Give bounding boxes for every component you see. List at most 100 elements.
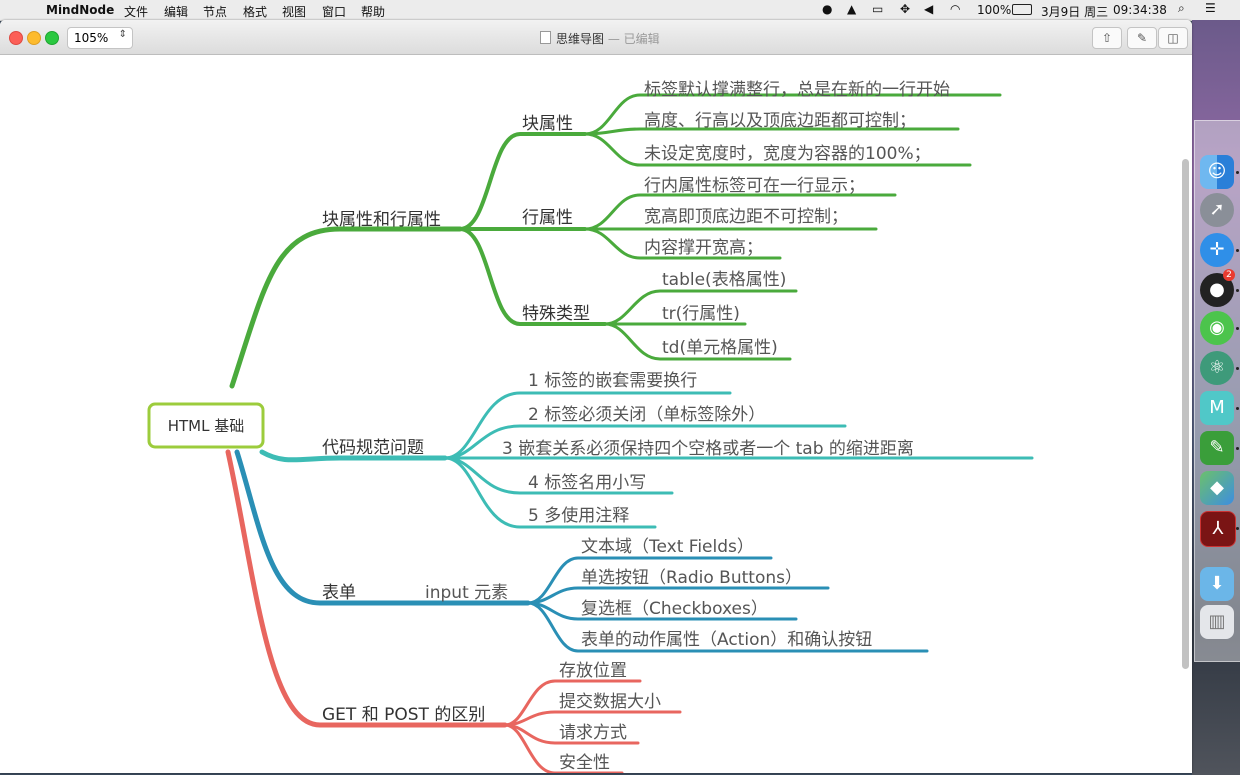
share-button[interactable]: ⇧ xyxy=(1092,27,1122,49)
mindnode-window: 105% ⇕ 思维导图 — 已编辑 ⇧ ✎ ◫ xyxy=(0,20,1192,773)
zoom-value: 105% xyxy=(74,31,109,45)
menu-help[interactable]: 帮助 xyxy=(361,5,386,19)
maps-icon[interactable]: ◆ xyxy=(1200,471,1234,505)
running-indicator xyxy=(1236,289,1239,292)
finder-icon[interactable]: ☺ xyxy=(1200,155,1234,189)
input-method-icon[interactable]: ✥ xyxy=(900,2,911,16)
airplay-icon[interactable]: ▭ xyxy=(872,2,884,16)
downloads-folder-icon[interactable]: ⬇ xyxy=(1200,567,1234,601)
title-bar: 105% ⇕ 思维导图 — 已编辑 ⇧ ✎ ◫ xyxy=(0,20,1192,55)
node-get-post[interactable]: GET 和 POST 的区别 xyxy=(322,705,485,725)
running-indicator xyxy=(1236,367,1239,370)
node-form-item[interactable]: 表单的动作属性（Action）和确认按钮 xyxy=(581,630,872,650)
wechat-icon[interactable]: ◉ xyxy=(1200,311,1234,345)
menu-edit[interactable]: 编辑 xyxy=(164,5,189,19)
minimize-window-button[interactable] xyxy=(27,31,41,45)
notification-center-icon[interactable]: ☰ xyxy=(1205,1,1216,15)
running-indicator xyxy=(1236,171,1239,174)
node-special-item[interactable]: tr(行属性) xyxy=(662,304,740,324)
clock-date[interactable]: 3月9日 周三 xyxy=(1041,5,1109,19)
branch-connector xyxy=(503,723,624,773)
node-code-item[interactable]: 2 标签必须关闭（单标签除外） xyxy=(528,405,765,425)
node-get-post-item[interactable]: 请求方式 xyxy=(559,723,627,743)
node-input-element[interactable]: input 元素 xyxy=(425,583,508,603)
node-block-item[interactable]: 标签默认撑满整行，总是在新的一行开始 xyxy=(644,80,950,100)
mindnode-icon[interactable]: M xyxy=(1200,391,1234,425)
menu-bar: MindNode 文件 编辑 节点 格式 视图 窗口 帮助 ● ▲ ▭ ✥ ◀ … xyxy=(0,0,1240,21)
atom-icon[interactable]: ⚛ xyxy=(1200,351,1234,385)
dock: ☺ ➚ ✛ ● 2 ◉ ⚛ M ✎ ◆ ⅄ ⬇ ▥ xyxy=(1194,120,1240,662)
node-code-style[interactable]: 代码规范问题 xyxy=(322,438,424,458)
qq-status-icon[interactable]: ▲ xyxy=(847,2,857,16)
wifi-icon[interactable]: ◠ xyxy=(950,2,961,16)
menu-format[interactable]: 格式 xyxy=(243,5,268,19)
qq-icon[interactable]: ● xyxy=(1200,273,1234,307)
running-indicator xyxy=(1236,447,1239,450)
branch-connector xyxy=(458,132,587,231)
clock-time[interactable]: 09:34:38 xyxy=(1113,3,1167,17)
sidebar-toggle-button[interactable]: ◫ xyxy=(1158,27,1188,49)
branch-connector xyxy=(526,601,929,653)
running-indicator xyxy=(1236,527,1239,530)
node-block-item[interactable]: 未设定宽度时，宽度为容器的100%； xyxy=(644,144,931,164)
trash-icon[interactable]: ▥ xyxy=(1200,605,1234,639)
vertical-scrollbar[interactable] xyxy=(1182,159,1189,669)
chevron-updown-icon: ⇕ xyxy=(118,29,127,40)
root-node-label[interactable]: HTML 基础 xyxy=(168,417,245,435)
node-get-post-item[interactable]: 提交数据大小 xyxy=(559,692,661,712)
node-form-item[interactable]: 单选按钮（Radio Buttons） xyxy=(581,568,802,588)
branch-connector xyxy=(603,322,792,361)
zoom-select[interactable]: 105% ⇕ xyxy=(67,27,133,49)
battery-percent: 100% xyxy=(977,3,1012,17)
node-form-item[interactable]: 复选框（Checkboxes） xyxy=(581,599,768,619)
close-window-button[interactable] xyxy=(9,31,23,45)
branch-connector xyxy=(583,132,972,167)
node-get-post-item[interactable]: 存放位置 xyxy=(559,661,627,681)
node-code-item[interactable]: 3 嵌套关系必须保持四个空格或者一个 tab 的缩进距离 xyxy=(502,439,914,459)
spotlight-search-icon[interactable]: ⌕ xyxy=(1178,1,1185,15)
branch-connector xyxy=(225,449,508,728)
node-code-item[interactable]: 1 标签的嵌套需要换行 xyxy=(528,371,697,391)
launchpad-icon[interactable]: ➚ xyxy=(1200,193,1234,227)
node-special[interactable]: 特殊类型 xyxy=(522,304,590,324)
menu-view[interactable]: 视图 xyxy=(282,5,307,19)
root-node-box[interactable] xyxy=(147,402,265,449)
node-special-item[interactable]: td(单元格属性) xyxy=(662,338,778,358)
battery-icon[interactable] xyxy=(1012,4,1032,15)
node-code-item[interactable]: 5 多使用注释 xyxy=(528,505,629,526)
volume-icon[interactable]: ◀ xyxy=(924,2,934,16)
node-inline[interactable]: 行属性 xyxy=(522,208,573,228)
node-inline-item[interactable]: 内容撑开宽高； xyxy=(644,238,763,258)
wechat-status-icon[interactable]: ● xyxy=(822,2,833,16)
safari-icon[interactable]: ✛ xyxy=(1200,233,1234,267)
mindmap-svg: HTML 基础 块属性和行属性 块属性 标签默认撑满整行，总是在新的一行开始 高… xyxy=(147,80,1034,773)
running-indicator xyxy=(1236,327,1239,330)
node-inline-item[interactable]: 行内属性标签可在一行显示； xyxy=(644,176,865,196)
mindmap-canvas[interactable]: HTML 基础 块属性和行属性 块属性 标签默认撑满整行，总是在新的一行开始 高… xyxy=(0,55,1192,773)
node-form-item[interactable]: 文本域（Text Fields） xyxy=(581,537,754,557)
fullscreen-window-button[interactable] xyxy=(45,31,59,45)
document-status: — 已编辑 xyxy=(607,32,660,46)
qq-badge: 2 xyxy=(1223,269,1235,281)
node-block[interactable]: 块属性 xyxy=(522,114,573,134)
node-form[interactable]: 表单 xyxy=(322,583,356,603)
branch-connector xyxy=(259,449,448,463)
node-code-item[interactable]: 4 标签名用小写 xyxy=(528,473,646,493)
menu-file[interactable]: 文件 xyxy=(124,5,149,19)
style-brush-button[interactable]: ✎ xyxy=(1127,27,1157,49)
node-block-item[interactable]: 高度、行高以及顶底边距都可控制； xyxy=(644,111,916,131)
menu-window[interactable]: 窗口 xyxy=(322,5,347,19)
branch-connector xyxy=(234,449,531,606)
menu-node[interactable]: 节点 xyxy=(203,5,228,19)
node-special-item[interactable]: table(表格属性) xyxy=(662,270,786,290)
document-title[interactable]: 思维导图 — 已编辑 xyxy=(540,30,660,47)
branch-connector xyxy=(229,226,463,389)
node-get-post-item[interactable]: 安全性 xyxy=(559,753,610,773)
running-indicator xyxy=(1236,249,1239,252)
node-block-inline[interactable]: 块属性和行属性 xyxy=(322,210,441,230)
app-menu[interactable]: MindNode xyxy=(46,3,115,17)
evernote-icon[interactable]: ✎ xyxy=(1200,431,1234,465)
acrobat-icon[interactable]: ⅄ xyxy=(1200,511,1236,547)
branch-connector xyxy=(458,227,607,326)
node-inline-item[interactable]: 宽高即顶底边距不可控制； xyxy=(644,207,848,227)
